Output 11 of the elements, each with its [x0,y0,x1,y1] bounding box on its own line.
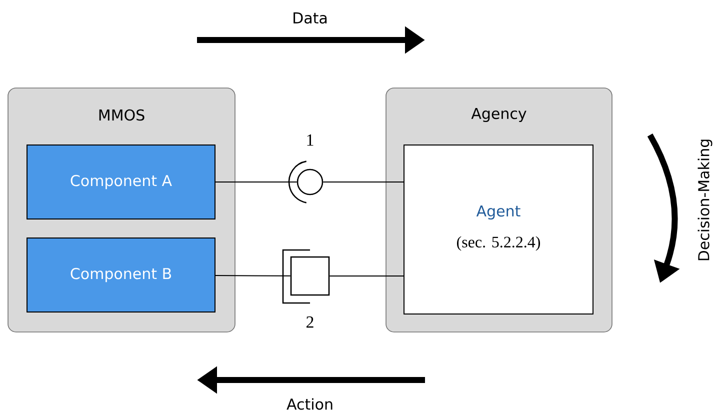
connector-line [215,275,291,276]
direction-label: Decision-Making [698,140,712,260]
interface-number: 1 [307,134,314,146]
direction-label: Action [286,398,332,410]
component-box: Component A [26,144,216,220]
socket-symbol [288,160,324,204]
agent-box: Agent (sec. 5.2.2.4) [404,144,594,314]
component-box: Component B [26,238,216,312]
direction-label: Data [294,12,327,24]
port-symbol [282,249,330,304]
interface-number: 2 [306,316,314,328]
